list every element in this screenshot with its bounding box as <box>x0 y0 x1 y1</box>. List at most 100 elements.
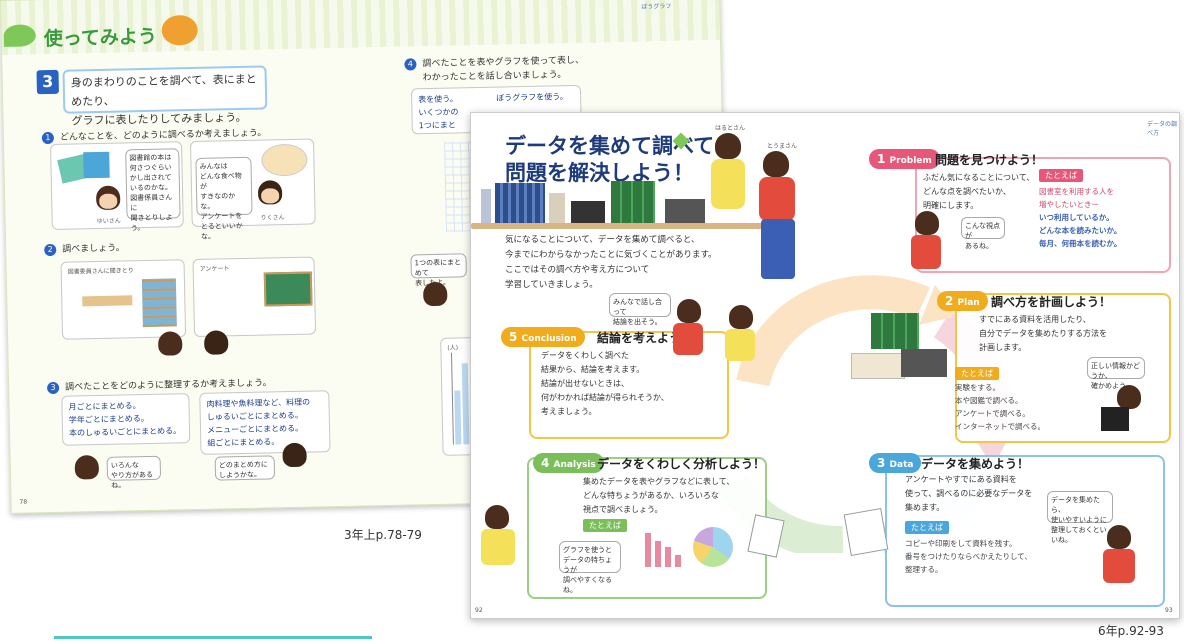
step-pill-conclusion: 5 Conclusion <box>501 327 585 347</box>
example-tag: たとえば <box>1039 169 1083 182</box>
step-en: Plan <box>957 298 980 308</box>
boy-icon <box>1107 525 1131 549</box>
headline-line-2: 問題を解決しよう！ <box>505 161 694 185</box>
book-icon <box>481 189 491 223</box>
y-axis <box>450 352 454 445</box>
bar-icon <box>655 541 661 567</box>
step-text: ふだん気になることについて、 どんな点を調べたいか、 明確にします。 <box>923 171 1034 213</box>
question-box: 身のまわりのことを調べて、表にまとめたり、 グラフに表したりしてみましょう。 <box>62 65 268 128</box>
girl-icon <box>423 281 448 307</box>
girl-icon <box>74 455 100 480</box>
step-en: Data <box>889 460 914 470</box>
question-number: 3 <box>36 69 59 95</box>
example-item: 増やしたいときー <box>1039 200 1099 209</box>
text-line: 自分でデータを集めたりする方法を <box>979 329 1107 338</box>
boy-icon <box>677 299 701 323</box>
page-number: 93 <box>1165 607 1173 614</box>
page-number: 78 <box>19 498 28 506</box>
example-list: 図書室を利用する人を 増やしたいときー いつ利用しているか。 どんな本を読みたい… <box>1039 185 1121 250</box>
caption-front: 6年p.92-93 <box>1098 624 1164 638</box>
example-item: 整理する。 <box>905 565 943 574</box>
step-text: すでにある資料を活用したり、 自分でデータを集めたりする方法を 計画します。 <box>979 313 1107 355</box>
bubble-line: こんな視点が <box>965 222 1000 240</box>
step-4-line-2: わかったことを話し合いましょう。 <box>422 70 567 84</box>
laptop-icon <box>665 199 705 223</box>
step-title: データを集めよう！ <box>921 457 1030 471</box>
example-item: 本や図鑑で調べる。 <box>955 396 1023 405</box>
bubble-line: とるといいかな。 <box>200 221 243 241</box>
arrow-5-to-1 <box>736 275 930 387</box>
step-number: 3 <box>47 381 60 394</box>
example-item: インターネットで調べる。 <box>955 422 1045 431</box>
binder-icon <box>871 313 919 349</box>
example-item: 図書室を利用する人を <box>1039 187 1114 196</box>
bar-icon <box>675 555 681 567</box>
girl-body <box>711 159 745 209</box>
example-item: コピーや印刷をして資料を残す。 <box>905 539 1017 548</box>
text-line: 視点で調べましょう。 <box>583 505 663 514</box>
step-text: データをくわしく調べた 結果から、結論を考えます。 結論が出せないときは、 何が… <box>541 349 669 419</box>
list-item: 肉料理や魚料理など、料理の <box>206 397 311 409</box>
blackboard-icon <box>263 271 313 307</box>
step-title: 調べ方を計画しよう！ <box>991 295 1112 309</box>
text-line: 考えましょう。 <box>541 407 597 416</box>
pencil-cup-icon <box>549 193 565 223</box>
intro-line: 今までにわからなかったことに気づくことがあります。 <box>505 250 717 260</box>
example-item: 番号をつけたりならべかえたりして、 <box>905 552 1032 561</box>
accent-bar <box>54 636 372 639</box>
organize-list-right: 肉料理や魚料理など、料理の しゅるいごとにまとめる。 メニューごとにまとめる。 … <box>199 390 331 455</box>
bubble-line: やり方があるね。 <box>110 470 154 490</box>
speech-bubble: 1つの表にまとめて 表したよ。 <box>410 253 467 287</box>
bookshelf-icon <box>141 278 177 328</box>
text-line: ふだん気になることについて、 <box>923 173 1035 182</box>
speech-bubble: どのまとめ方に しようかな。 <box>214 455 276 481</box>
example-list: 実験をする。 本や図鑑で調べる。 アンケートで調べる。 インターネットで調べる。 <box>955 381 1045 433</box>
example-tag: たとえば <box>905 521 949 534</box>
speech-bubble: みんなは どんな食べ物が すきなのかな。 アンケートを とるといいかな。 <box>195 156 253 241</box>
bubble-line: どんな食べ物が <box>199 171 242 191</box>
list-item: ぼうグラフを使う。 <box>496 92 568 103</box>
bubble-line: しようかな。 <box>218 470 262 480</box>
speech-bubble: グラフを使うと データの特ちょうが 調べやすくなるね。 <box>559 541 621 594</box>
document-icon <box>843 508 889 556</box>
step-text: 調べましょう。 <box>62 243 125 255</box>
text-line: どんな点を調べたいか、 <box>923 187 1011 196</box>
step-text: 集めたデータを表やグラフなどに表して、 どんな特ちょうがあるか、いろいろな 視点… <box>583 475 734 517</box>
page-title: 使ってみよう <box>43 25 158 51</box>
step-title: データをくわしく分析しよう！ <box>597 457 766 471</box>
laptop-icon <box>901 349 947 377</box>
girl-body <box>481 529 515 565</box>
example-item: いつ利用しているか。 <box>1039 213 1114 222</box>
text-line: 集めます。 <box>905 503 945 512</box>
tablet-icon <box>571 201 605 223</box>
text-line: すでにある資料を活用したり、 <box>979 315 1091 324</box>
bubble-line: 図書係員さんに <box>130 193 173 213</box>
step-num: 5 <box>509 330 518 344</box>
text-line: 使って、調べるのに必要なデータを <box>905 489 1033 498</box>
step-pill-data: 3 Data <box>869 453 922 473</box>
speech-bubble: 図書館の本は 何さつぐらい かし出されて いるのかな。 図書係員さんに 聞きとり… <box>125 148 181 232</box>
image-panel-survey: アンケート <box>192 256 317 338</box>
step-title: 結論を考えよう！ <box>597 331 694 345</box>
boy-legs <box>761 219 795 279</box>
list-item: 表を使う。 <box>418 94 458 105</box>
step-pill-problem: 1 Problem <box>869 149 940 169</box>
step-num: 1 <box>877 152 886 166</box>
panel-label: 図書委員さんに聞きとり <box>67 267 134 276</box>
bubble-line: 聞きとりしよう。 <box>130 213 173 233</box>
boy-body <box>1103 549 1135 583</box>
boy-body <box>911 235 941 269</box>
tablet-icon <box>1101 407 1129 431</box>
girl-icon <box>1117 385 1141 409</box>
image-panel-food: みんなは どんな食べ物が すきなのかな。 アンケートを とるといいかな。 りくさ… <box>189 138 316 241</box>
arrowhead <box>975 437 1009 467</box>
intro-line: ここではその調べ方や考え方について <box>505 265 650 275</box>
book-icon <box>495 183 545 223</box>
boy-body <box>759 177 795 221</box>
text-line: 結果から、結論を考えます。 <box>541 365 645 374</box>
girl-body <box>725 329 755 361</box>
open-book-icon <box>851 353 905 379</box>
step-title: 問題を見つけよう！ <box>935 153 1044 167</box>
